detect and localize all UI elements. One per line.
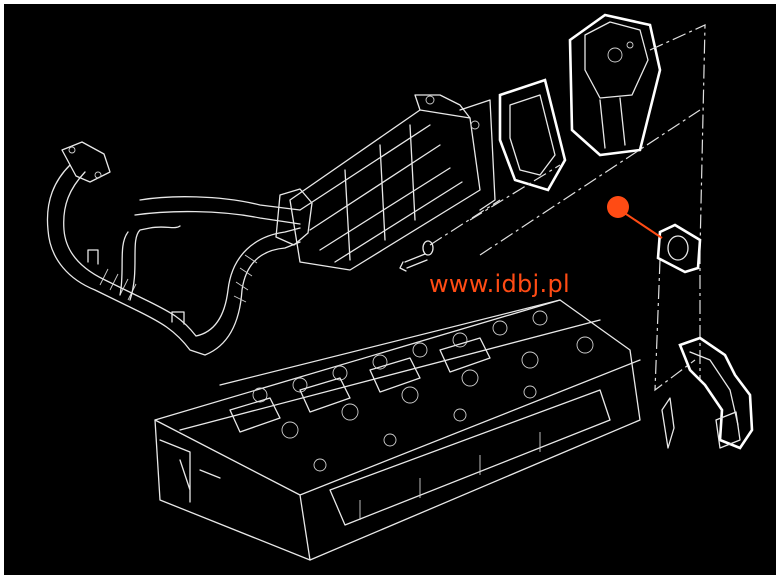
bolt [399, 240, 434, 272]
diagram-artwork [46, 13, 754, 561]
flange-gasket [656, 223, 702, 274]
outlet-elbow [661, 336, 754, 450]
gasket-and-valve [498, 13, 662, 192]
egr-pipe [46, 141, 301, 356]
exploded-view-diagram: www.idbj.pl [4, 4, 776, 575]
head-holes [252, 310, 594, 472]
callout-marker [607, 196, 663, 239]
cylinder-head [154, 299, 641, 561]
watermark-text: www.idbj.pl [429, 270, 570, 298]
egr-cooler [275, 94, 496, 271]
